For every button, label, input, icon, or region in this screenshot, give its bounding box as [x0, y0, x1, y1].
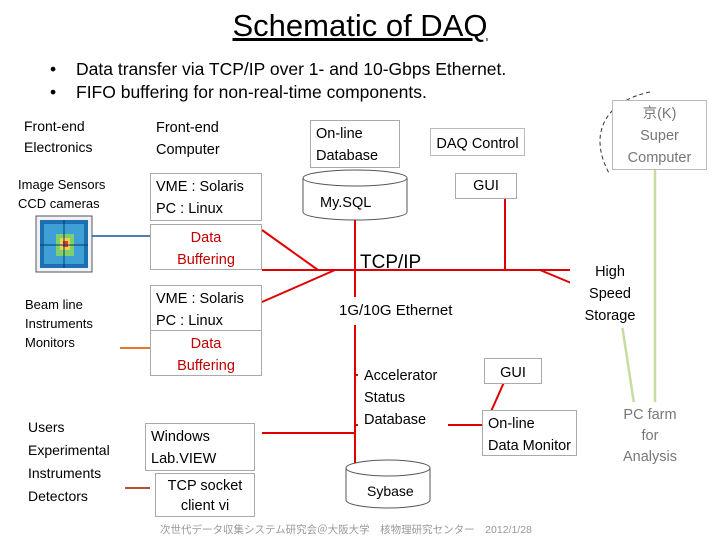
pcfarm-line: PC farm [623, 407, 677, 423]
data-buffering-box-1: Data Buffering [150, 224, 262, 270]
data-buffering-box-2: Data Buffering [150, 330, 262, 376]
beamline-label: Beam line Instruments Monitors [25, 295, 125, 352]
mysql-cylinder [302, 169, 408, 221]
database-line: Database [364, 412, 427, 428]
accelerator-line: Accelerator [364, 368, 438, 384]
kyoto-line3: Computer [627, 150, 692, 166]
sybase-cylinder [345, 459, 431, 509]
page-title: Schematic of DAQ [232, 8, 488, 43]
bullet-item: FIFO buffering for non-real-time compone… [50, 81, 506, 104]
pc-line: PC : Linux [156, 201, 223, 217]
pcfarm-line: Analysis [623, 449, 677, 465]
kyoto-name: 京(K) [642, 106, 677, 122]
instruments-line: Instruments [25, 316, 93, 331]
users-label: Users Experimental Instruments Detectors [28, 416, 138, 508]
buffer-line: Buffering [177, 252, 235, 268]
bullet-list: Data transfer via TCP/IP over 1- and 10-… [50, 58, 506, 104]
kyoto-line2: Super [640, 128, 679, 144]
buffer-line: Data [190, 230, 222, 246]
status-line: Status [364, 390, 406, 406]
windows-labview-box: Windows Lab.VIEW [145, 423, 255, 471]
ethernet-label: 1G/10G Ethernet [333, 297, 473, 325]
pc-farm: PC farm for Analysis [610, 402, 690, 470]
vme-solaris-box-2: VME : Solaris PC : Linux [150, 285, 262, 333]
online-data-monitor: On-line Data Monitor [482, 410, 577, 456]
ccd-cameras-line: CCD cameras [18, 196, 100, 211]
high-speed-storage: High Speed Storage [570, 258, 650, 328]
detectors-line: Detectors [28, 488, 88, 504]
gui-mid: GUI [484, 358, 542, 384]
vme-solaris-box-1: VME : Solaris PC : Linux [150, 173, 262, 221]
gui-top: GUI [455, 173, 517, 199]
image-sensors-label: Image Sensors CCD cameras [18, 175, 133, 213]
bullet-item: Data transfer via TCP/IP over 1- and 10-… [50, 58, 506, 81]
mysql-label: My.SQL [320, 195, 372, 211]
experimental-line: Experimental [28, 442, 110, 458]
vme-line: VME : Solaris [156, 179, 244, 195]
storage-line: Storage [584, 308, 636, 324]
tcpip-label: TCP/IP [360, 252, 422, 273]
data-monitor-line: Data Monitor [488, 438, 572, 454]
labview-line: Lab.VIEW [151, 451, 217, 467]
image-sensors-line: Image Sensors [18, 177, 106, 192]
storage-line: Speed [589, 286, 631, 302]
ccd-image [35, 215, 93, 273]
pc-line: PC : Linux [156, 313, 223, 329]
client-vi-line: client vi [180, 498, 230, 514]
beamline-line: Beam line [25, 297, 83, 312]
kyoto-supercomputer: 京(K) Super Computer [612, 100, 707, 170]
storage-line: High [595, 264, 625, 280]
frontend-computer-label: Front-end Computer [150, 114, 260, 164]
footer-text: 次世代データ収集システム研究会＠大阪大学 核物理研究センター 2012/1/28 [160, 524, 532, 536]
vme-line: VME : Solaris [156, 291, 244, 307]
buffer-line: Data [190, 336, 222, 352]
accelerator-database: Accelerator Status Database [358, 362, 448, 454]
daq-control-label: DAQ Control [430, 128, 525, 156]
frontend-electronics-label: Front-end Electronics [24, 118, 93, 155]
buffer-line: Buffering [177, 358, 235, 374]
instruments-line: Instruments [28, 465, 102, 481]
users-line: Users [28, 419, 65, 435]
sybase-label: Sybase [367, 483, 414, 499]
windows-line: Windows [151, 429, 210, 445]
storage-to-farm-link [620, 324, 637, 411]
tcp-socket-line: TCP socket [167, 478, 243, 494]
online-database-label: On-line Database [310, 120, 400, 168]
monitors-line: Monitors [25, 335, 75, 350]
pcfarm-line: for [641, 428, 659, 444]
online-line: On-line [488, 416, 535, 432]
tcp-socket-box: TCP socket client vi [155, 473, 255, 517]
